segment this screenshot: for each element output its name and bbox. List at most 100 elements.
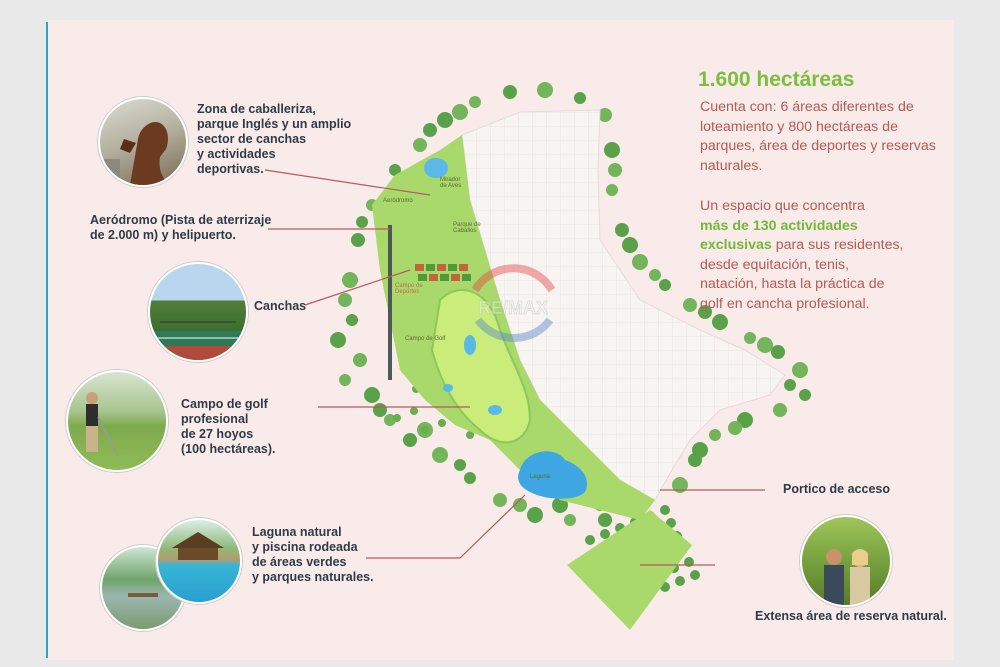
tree-mark [672, 477, 688, 493]
tree-mark [432, 447, 448, 463]
callout-caballeriza: Zona de caballeriza, parque Inglés y un … [197, 102, 351, 177]
remax-watermark: RE/MAX [471, 264, 556, 342]
reserve-tree-mark [690, 570, 700, 580]
park-tree-mark [410, 407, 418, 415]
callout-reserva: Extensa área de reserva natural. [755, 609, 947, 624]
court-mark [451, 274, 460, 281]
tree-mark [503, 85, 517, 99]
golf-pond-1 [464, 335, 476, 355]
callout-canchas-line: Canchas [254, 299, 307, 313]
reserve-tree-mark [660, 505, 670, 515]
tree-mark [564, 514, 576, 526]
callout-aerodromo-line: Aeródromo (Pista de aterrizaje [90, 213, 272, 227]
callout-caballeriza-line: y actividades [197, 147, 276, 161]
map-label-campo-golf: Campo de Golf [405, 336, 446, 342]
golf-course [430, 289, 532, 444]
description-1: Cuenta con: 6 áreas diferentes de loteam… [700, 99, 936, 174]
tree-mark [608, 163, 622, 177]
court-mark [462, 274, 471, 281]
court-mark [429, 274, 438, 281]
tree-mark [342, 272, 358, 288]
tree-mark [606, 184, 618, 196]
pond-north [424, 158, 448, 178]
horse-photo [98, 97, 188, 187]
callout-golf-line: de 27 hoyos [181, 427, 254, 441]
callout-golf-line: profesional [181, 412, 249, 426]
pool-photo [156, 518, 242, 604]
tree-mark [330, 332, 346, 348]
reserve-tree-mark [675, 576, 685, 586]
callout-canchas: Canchas [254, 299, 306, 314]
tree-mark [338, 293, 352, 307]
tree-mark [773, 403, 787, 417]
tree-mark [464, 472, 476, 484]
park-tree-mark [421, 426, 429, 434]
tree-mark [709, 429, 721, 441]
tree-mark [346, 314, 358, 326]
laguna-lake [518, 451, 588, 499]
callout-line-laguna [366, 494, 526, 559]
map-label-campo-deportes: Campo de Deportes [395, 283, 423, 295]
tree-mark [622, 237, 638, 253]
page-title: 1.600 hectáreas [698, 68, 855, 91]
callout-laguna-line: de áreas verdes [252, 555, 347, 569]
map-label-aerodromo: Aeródromo [383, 198, 413, 204]
callout-laguna-line: y piscina rodeada [252, 540, 358, 554]
tree-mark [649, 269, 661, 281]
description-2-line: natación, hasta la práctica de [700, 276, 885, 292]
callout-portico-line: Portico de acceso [783, 482, 890, 496]
tree-mark [598, 513, 612, 527]
tree-mark [784, 379, 796, 391]
golf-player-photo [66, 370, 168, 472]
tree-mark [364, 387, 380, 403]
callout-aerodromo: Aeródromo (Pista de aterrizaje de 2.000 … [90, 213, 271, 243]
court-mark [459, 264, 468, 271]
court-mark [415, 264, 424, 271]
tree-mark [469, 96, 481, 108]
callout-laguna-line: Laguna natural [252, 525, 342, 539]
callout-caballeriza-line: sector de canchas [197, 132, 307, 146]
description-2-highlight: más de 130 actividades [700, 217, 858, 234]
tree-mark [339, 374, 351, 386]
tree-mark [683, 298, 697, 312]
tree-mark [384, 414, 396, 426]
park-tree-mark [393, 414, 401, 422]
court-mark [426, 264, 435, 271]
tree-mark [413, 138, 427, 152]
runway [388, 225, 392, 380]
tree-mark [403, 433, 417, 447]
tree-mark [598, 108, 612, 122]
description-2-highlight: exclusivas [700, 237, 772, 253]
park-tree-mark [438, 419, 446, 427]
nature-people-photo [800, 515, 892, 607]
tree-mark [454, 459, 466, 471]
description-2-line: para sus residentes, [771, 237, 904, 253]
tree-mark [744, 332, 756, 344]
tree-mark [373, 403, 387, 417]
sports-courts [415, 264, 471, 281]
watermark-text: RE/MAX [478, 298, 548, 318]
callout-aerodromo-line: de 2.000 m) y helipuerto. [90, 228, 236, 242]
reserve-tree-mark [600, 529, 610, 539]
description-2-line: desde equitación, tenis, [700, 256, 850, 273]
left-border-line [46, 22, 48, 658]
tree-mark [632, 254, 648, 270]
tree-mark [527, 507, 543, 523]
tree-mark [537, 82, 553, 98]
tree-mark [659, 279, 671, 291]
tree-mark [356, 216, 368, 228]
tree-mark [604, 142, 620, 158]
golf-pond-2 [488, 405, 502, 415]
tree-mark [771, 345, 785, 359]
golf-pond-3 [443, 384, 453, 392]
tree-mark [452, 104, 468, 120]
tree-mark [574, 92, 586, 104]
map-label-laguna: Laguna [530, 474, 551, 480]
tree-mark [757, 337, 773, 353]
callout-laguna-line: y parques naturales. [252, 570, 374, 584]
tree-mark [737, 412, 753, 428]
callout-golf-line: Campo de golf [181, 397, 268, 411]
map-label-parque: Parque de Caballos [453, 222, 481, 234]
map-label-mirador: Mirador de Aves [440, 177, 462, 189]
